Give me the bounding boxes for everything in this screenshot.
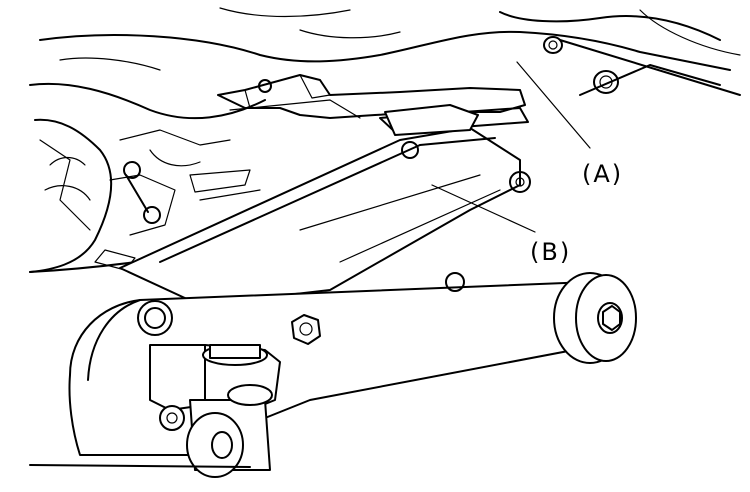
callout-leader-b [431,184,536,233]
callout-label-b: (B) [530,238,571,266]
vehicle-underbody [29,7,741,273]
floor-jack [68,104,637,478]
vehicle-jack-point [217,74,529,133]
callout-label-a: (A) [582,160,623,188]
callout-leader-a [516,61,591,149]
ground-line [29,464,251,468]
